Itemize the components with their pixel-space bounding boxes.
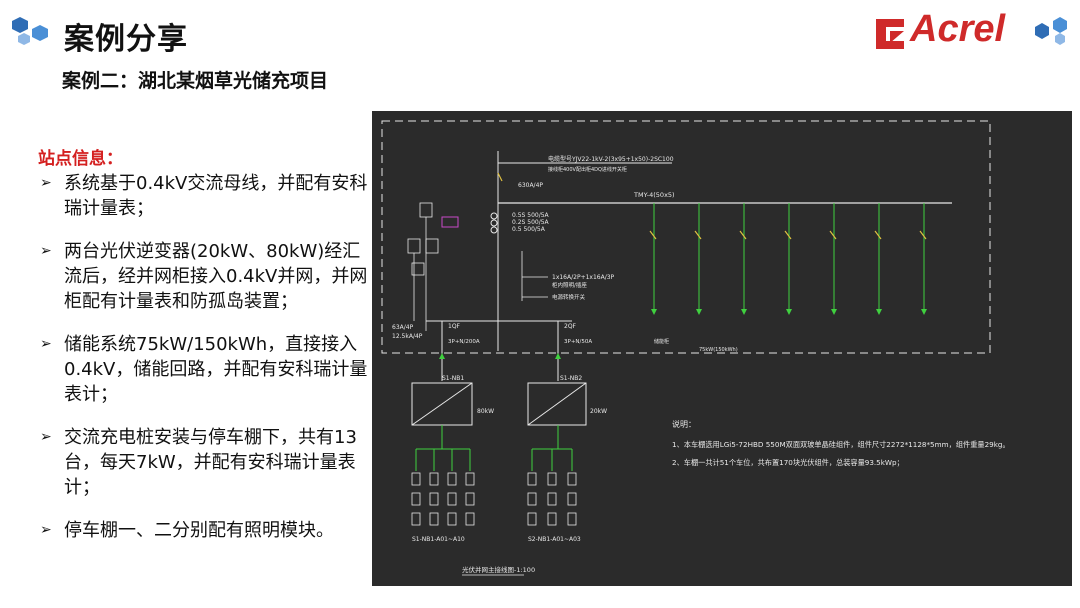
page-subtitle: 案例二：湖北某烟草光储充项目 [62,70,329,92]
meter-boxes [407,202,439,331]
pv-string-1-label: S1-NB1-A01~A10 [412,536,465,543]
feeder-bottom-label-1: 储能柜 [654,338,669,345]
incoming-cable-label: 电缆型号YJV22-1kV-2(3x95+1x50)-2SC100 [548,155,674,163]
branch-circuits [521,251,548,301]
note-title: 说明： [672,419,696,429]
feeder-1-label: 1QF [448,323,461,330]
diagram-footer: 光伏并网主接线图-1:100 [462,565,535,574]
feeder-2-rating: 3P+N/50A [564,339,592,345]
note-1: 1、本车棚选用LGi5-72HBD 550M双面双玻单晶硅组件，组件尺寸2272… [672,440,1010,449]
pv-feeders [426,320,572,381]
site-info-panel: 站点信息： ➢系统基于0.4kV交流母线，并配有安科瑞计量表； ➢两台光伏逆变器… [38,144,378,561]
left-breaker-label-1: 63A/4P [392,324,414,331]
pv-modules-2 [527,472,577,526]
arrow-bullet-icon: ➢ [40,243,52,259]
list-item: ➢停车棚一、二分别配有照明模块。 [40,520,334,541]
main-breaker-label: 630A/4P [518,182,543,189]
branch-label-1b: 柜内照明/插座 [552,281,587,289]
incoming-note-label: 接线柜400V配出柜4DQ进线开关柜 [548,166,627,173]
page-title: 案例分享 [64,22,188,57]
inverter-2-power: 20kW [590,408,607,415]
arrow-bullet-icon: ➢ [40,175,52,191]
pv-strings-2 [531,425,573,471]
list-item: ➢储能系统75kW/150kWh，直接接入0.4kV，储能回路，并配有安科瑞计量… [40,334,368,405]
feeder-1-rating: 3P+N/200A [448,339,480,345]
brand-dots-icon [1035,17,1067,45]
site-info-list: ➢系统基于0.4kV交流母线，并配有安科瑞计量表； ➢两台光伏逆变器(20kW、… [38,171,378,543]
list-item: ➢两台光伏逆变器(20kW、80kW)经汇流后，经并网柜接入0.4kV并网，并网… [40,241,368,312]
arrow-bullet-icon: ➢ [40,336,52,352]
inverter-1-power: 80kW [477,408,494,415]
arrow-bullet-icon: ➢ [40,429,52,445]
list-item: ➢系统基于0.4kV交流母线，并配有安科瑞计量表； [40,173,368,219]
pv-strings-1 [415,425,471,471]
feeder-bottom-label-2: 75kW(150kWh) [699,347,738,353]
switchgear-frame [381,120,991,354]
feeder-2-label: 2QF [564,323,577,330]
ct-label-2: 0.2S 500/5A [512,219,550,226]
header-dots-icon [12,17,48,45]
ct-label-3: 0.5 500/5A [512,226,546,233]
pv-string-2-label: S2-NB1-A01~A03 [528,536,581,543]
branch-label-1: 1x16A/2P+1x16A/3P [552,274,615,281]
site-info-heading: 站点信息： [38,149,123,169]
inverter-2-label: S1-NB2 [560,375,582,382]
ct-group [441,212,498,234]
single-line-diagram: 电缆型号YJV22-1kV-2(3x95+1x50)-2SC100 接线柜400… [372,111,1072,586]
pv-modules-1 [411,472,475,526]
outgoing-feeders [653,203,925,311]
list-item: ➢交流充电桩安装与停车棚下，共有13台，每天7kW，并配有安科瑞计量表计； [40,427,357,498]
brand-name: Acrel [910,8,1006,50]
inverter-1-label: S1-NB1 [442,375,464,382]
note-2: 2、车棚一共计51个车位，共布置170块光伏组件，总装容量93.5kWp； [672,458,904,467]
main-breaker-icon [497,172,503,182]
branch-label-2: 电源转换开关 [552,293,586,301]
inverter-2 [527,382,587,426]
acrel-logo-icon [876,19,904,49]
busbar-label: TMY-4(50x5) [633,191,675,199]
ct-label-1: 0.5S 500/5A [512,212,550,219]
arrow-bullet-icon: ➢ [40,522,52,538]
inverter-1 [411,382,473,426]
left-breaker-label-2: 12.5kA/4P [392,333,423,340]
